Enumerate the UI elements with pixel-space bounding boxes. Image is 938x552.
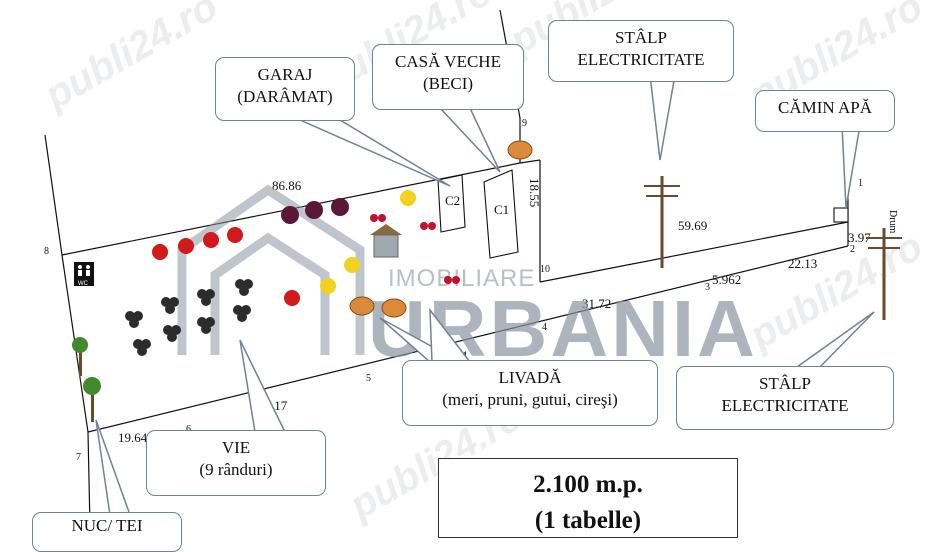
callout-line: ELECTRICITATE — [721, 396, 849, 415]
point-label: 2 — [850, 244, 855, 255]
callout-casa-veche: CASĂ VECHE (BECI) — [372, 44, 524, 110]
dimension-labels: 86.86 C2 C1 18.55 59.69 3.97 22.13 5.962… — [118, 178, 898, 445]
point-label: 10 — [540, 264, 550, 275]
apples-group — [152, 227, 300, 306]
grapes-icon — [125, 311, 143, 328]
plums-group — [281, 198, 349, 224]
callout-stalp-bottom: STÂLP ELECTRICITATE — [676, 366, 894, 430]
grapes-group — [125, 279, 253, 356]
dim-label: C1 — [494, 202, 509, 217]
cherry-icon — [444, 276, 460, 284]
watermark: publi24.ro — [742, 224, 930, 358]
callout-line: (9 rânduri) — [199, 460, 273, 479]
grapes-icon — [235, 279, 253, 296]
tree-icon — [72, 337, 88, 376]
area-box: 2.100 m.p. (1 tabelle) — [438, 458, 738, 538]
grapes-icon — [161, 297, 179, 314]
callout-camin-apa: CĂMIN APĂ — [755, 90, 895, 132]
electric-pole-icon — [866, 228, 902, 320]
trees-group — [72, 337, 101, 422]
callout-line: CĂMIN APĂ — [778, 98, 872, 117]
dim-label: Drum — [887, 210, 898, 234]
wc-icon: WC — [74, 262, 94, 287]
point-label: 5 — [366, 373, 371, 384]
point-label: 6 — [186, 424, 191, 435]
quince-group — [320, 190, 416, 294]
water-manhole — [833, 207, 849, 223]
dim-label: C2 — [445, 193, 460, 208]
point-label: 4 — [542, 322, 547, 333]
cherry-icon — [370, 214, 386, 222]
callout-line: (meri, pruni, gutui, cireşi) — [442, 390, 618, 409]
dim-label: 18.55 — [527, 178, 542, 207]
apple-icon — [284, 290, 300, 306]
building-c1 — [483, 169, 519, 259]
callout-stalp-top: STÂLP ELECTRICITATE — [548, 20, 734, 82]
quince-icon — [344, 257, 360, 273]
buildings — [437, 169, 849, 259]
apple-icon — [227, 227, 243, 243]
apple-icon — [152, 244, 168, 260]
dim-label: 3.97 — [848, 230, 871, 245]
callout-line: NUC/ TEI — [71, 516, 143, 535]
cherries-group — [370, 214, 460, 284]
electric-pole-icon — [644, 176, 680, 268]
quince-icon — [320, 278, 336, 294]
callout-vie: VIE (9 rânduri) — [146, 430, 326, 496]
grapes-icon — [197, 317, 215, 334]
quince-halves-icon — [349, 296, 375, 316]
grapes-icon — [163, 325, 181, 342]
dim-label: 31.72 — [582, 296, 611, 311]
apple-icon — [203, 232, 219, 248]
dim-label: 5.962 — [712, 272, 741, 287]
callout-line: VIE — [221, 438, 251, 457]
grapes-icon — [233, 305, 251, 322]
callout-line: STÂLP — [759, 374, 811, 393]
brand-small-text: IMOBILIARE — [388, 265, 535, 292]
brand-watermark: IMOBILIARE URBANIA — [177, 184, 755, 373]
dim-label: 22.13 — [788, 256, 817, 271]
callout-line: CASĂ VECHE — [395, 52, 501, 71]
point-label: 8 — [44, 246, 49, 257]
dim-label: 59.69 — [678, 218, 707, 233]
callout-nuc: NUC/ TEI — [32, 512, 182, 552]
grapes-icon — [197, 289, 215, 306]
water-well-icon — [370, 224, 402, 258]
point-label: 3 — [705, 282, 710, 293]
building-c2 — [437, 174, 466, 233]
callout-line: STÂLP — [615, 28, 667, 47]
grapes-icon — [133, 339, 151, 356]
callout-line: (DARÂMAT) — [237, 87, 333, 106]
quince-icon — [400, 190, 416, 206]
area-sub: (1 tabelle) — [534, 507, 642, 534]
quince-halves-icon — [381, 298, 407, 318]
callout-garaj: GARAJ (DARÂMAT) — [215, 57, 355, 121]
point-label: 9 — [522, 118, 527, 129]
quince-halves-icon — [507, 140, 533, 160]
dim-label: 19.64 — [118, 430, 148, 445]
cherry-icon — [420, 222, 436, 230]
wc-label: WC — [78, 281, 89, 287]
point-label: 7 — [76, 452, 81, 463]
plum-icon — [281, 206, 299, 224]
callout-line: LIVADĂ — [498, 368, 562, 387]
dim-label: 86.86 — [272, 178, 302, 193]
callout-line: ELECTRICITATE — [577, 50, 705, 69]
area-main: 2.100 m.p. — [533, 471, 643, 498]
plum-icon — [305, 201, 323, 219]
point-labels: 1 2 3 4 5 6 7 8 9 10 — [44, 118, 863, 463]
plum-icon — [331, 198, 349, 216]
quince-halves-group — [349, 140, 533, 318]
callout-line: GARAJ — [257, 65, 313, 84]
tree-icon — [83, 377, 101, 422]
apple-icon — [178, 238, 194, 254]
callout-livada: LIVADĂ (meri, pruni, gutui, cireşi) — [402, 360, 658, 426]
point-label: 1 — [858, 178, 863, 189]
watermark: publi24.ro — [37, 0, 225, 118]
callout-line: (BECI) — [422, 74, 474, 93]
